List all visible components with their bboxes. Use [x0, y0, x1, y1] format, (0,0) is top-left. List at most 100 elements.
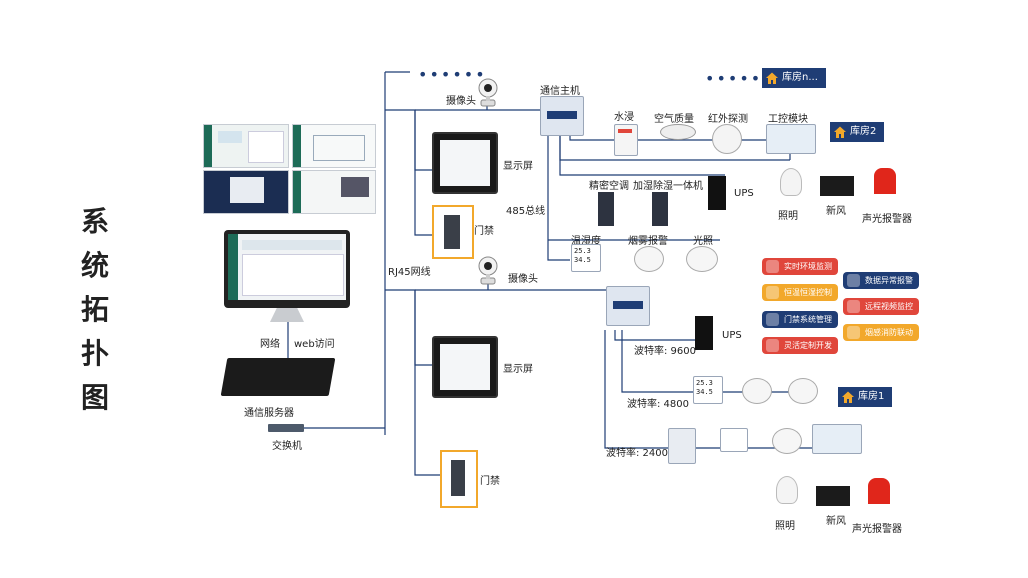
feature-badge: 恒温恒湿控制 [762, 284, 838, 301]
more-dots-room: •••••• [705, 69, 774, 88]
siren-icon [868, 478, 890, 504]
room-n-label: 库房n... [782, 72, 818, 83]
smoke-label: 烟雾报警 [628, 236, 668, 247]
display-top-label: 显示屏 [503, 161, 533, 172]
door-access-bottom [440, 450, 478, 508]
comm-server [220, 358, 336, 396]
ctrl-module-device [766, 124, 816, 154]
bus485-label: 485总线 [506, 206, 546, 217]
dashboard-thumbnail [203, 124, 289, 168]
air-label: 空气质量 [654, 114, 694, 125]
camera-top-label: 摄像头 [446, 96, 476, 107]
feature-label: 数据异常报警 [865, 276, 913, 285]
light-sensor-label: 光照 [693, 236, 713, 247]
title-char: 统 [80, 249, 109, 282]
temp-humid-sensor-lower: 25.3 34.5 [693, 376, 723, 404]
alarm-bottom-label: 声光报警器 [852, 524, 902, 535]
room-1-badge: 库房1 [838, 387, 893, 407]
feature-label: 实时环境监测 [784, 262, 832, 271]
camera-icon [476, 256, 500, 286]
home-icon [830, 122, 850, 142]
comm-host-label: 通信主机 [540, 86, 580, 97]
feature-badge: 实时环境监测 [762, 258, 838, 275]
water-label: 水浸 [614, 112, 634, 123]
room-2-label: 库房2 [850, 126, 877, 137]
ac-label: 精密空调 [589, 181, 629, 192]
room-2-badge: 库房2 [830, 122, 885, 142]
feature-badge: 门禁系统管理 [762, 311, 838, 328]
fresh-air-top-label: 新风 [826, 206, 846, 217]
home-icon [762, 68, 782, 88]
camera-icon [476, 78, 500, 108]
rj45-label: RJ45网线 [388, 267, 431, 278]
fresh-air-device [816, 486, 850, 506]
ac-unit [598, 192, 614, 226]
temp-humid-label: 温湿度 [571, 236, 601, 247]
humid-value: 34.5 [574, 256, 591, 264]
display-mid [432, 336, 498, 398]
room-1-label: 库房1 [858, 391, 885, 402]
lighting-bottom-label: 照明 [775, 521, 795, 532]
smoke-detector-lower [742, 378, 772, 404]
feature-badge: 烟感消防联动 [843, 324, 919, 341]
monitor-stand [270, 308, 304, 322]
feature-label: 远程视频监控 [865, 302, 913, 311]
comm-host-lower-device [606, 286, 650, 326]
bulb-icon [780, 168, 802, 196]
title-char: 系 [80, 205, 109, 238]
ups-mid-label: UPS [722, 330, 742, 341]
switch-device [268, 424, 304, 432]
feature-label: 灵活定制开发 [784, 341, 832, 350]
bulb-icon [776, 476, 798, 504]
water-sensor [614, 124, 638, 156]
temp-value: 25.3 [696, 379, 713, 387]
smoke-detector [634, 246, 664, 272]
detector-device [772, 428, 802, 454]
infrared-sensor [712, 124, 742, 154]
pc-monitor [224, 230, 350, 308]
web-label: web访问 [294, 339, 335, 350]
comm-host-device [540, 96, 584, 136]
feature-label: 烟感消防联动 [865, 328, 913, 337]
infrared-label: 红外探测 [708, 114, 748, 125]
title-char: 图 [80, 381, 109, 414]
temp-humid-sensor: 25.3 34.5 [571, 244, 601, 272]
door-access-top [432, 205, 474, 259]
more-dots-top: •••••• [418, 65, 487, 84]
siren-icon [874, 168, 896, 194]
feature-badge: 灵活定制开发 [762, 337, 838, 354]
feature-badge: 远程视频监控 [843, 298, 919, 315]
title-char: 扑 [80, 337, 109, 370]
display-top [432, 132, 498, 194]
home-icon [838, 387, 858, 407]
baud-9600-label: 波特率: 9600 [634, 346, 696, 357]
ups-top-device [708, 176, 726, 210]
baud-2400-label: 波特率: 2400 [606, 448, 668, 459]
camera-mid-label: 摄像头 [508, 274, 538, 285]
diagram-title: 系 统 拓 扑 图 [78, 200, 112, 420]
sensor-device [720, 428, 748, 452]
air-quality-sensor [660, 124, 696, 140]
fresh-air-device [820, 176, 854, 196]
humid-label: 加湿除湿一体机 [633, 181, 703, 192]
humidifier-unit [652, 192, 668, 226]
baud-4800-label: 波特率: 4800 [627, 399, 689, 410]
ups-mid-device [695, 316, 713, 350]
feature-badge: 数据异常报警 [843, 272, 919, 289]
door-top-label: 门禁 [474, 226, 494, 237]
alarm-top-label: 声光报警器 [862, 214, 912, 225]
ctrl-module-label: 工控模块 [768, 114, 808, 125]
room-n-badge: 库房n... [762, 68, 826, 88]
comm-server-label: 通信服务器 [244, 408, 294, 419]
monitor-thumbnail [203, 170, 289, 214]
camera-thumbnail [292, 170, 376, 214]
ups-top-label: UPS [734, 188, 754, 199]
humid-value: 34.5 [696, 388, 713, 396]
switch-label: 交换机 [272, 441, 302, 452]
temp-value: 25.3 [574, 247, 591, 255]
network-label: 网络 [260, 339, 280, 350]
lighting-top-label: 照明 [778, 211, 798, 222]
fresh-air-bottom-label: 新风 [826, 516, 846, 527]
topology-thumbnail [292, 124, 376, 168]
